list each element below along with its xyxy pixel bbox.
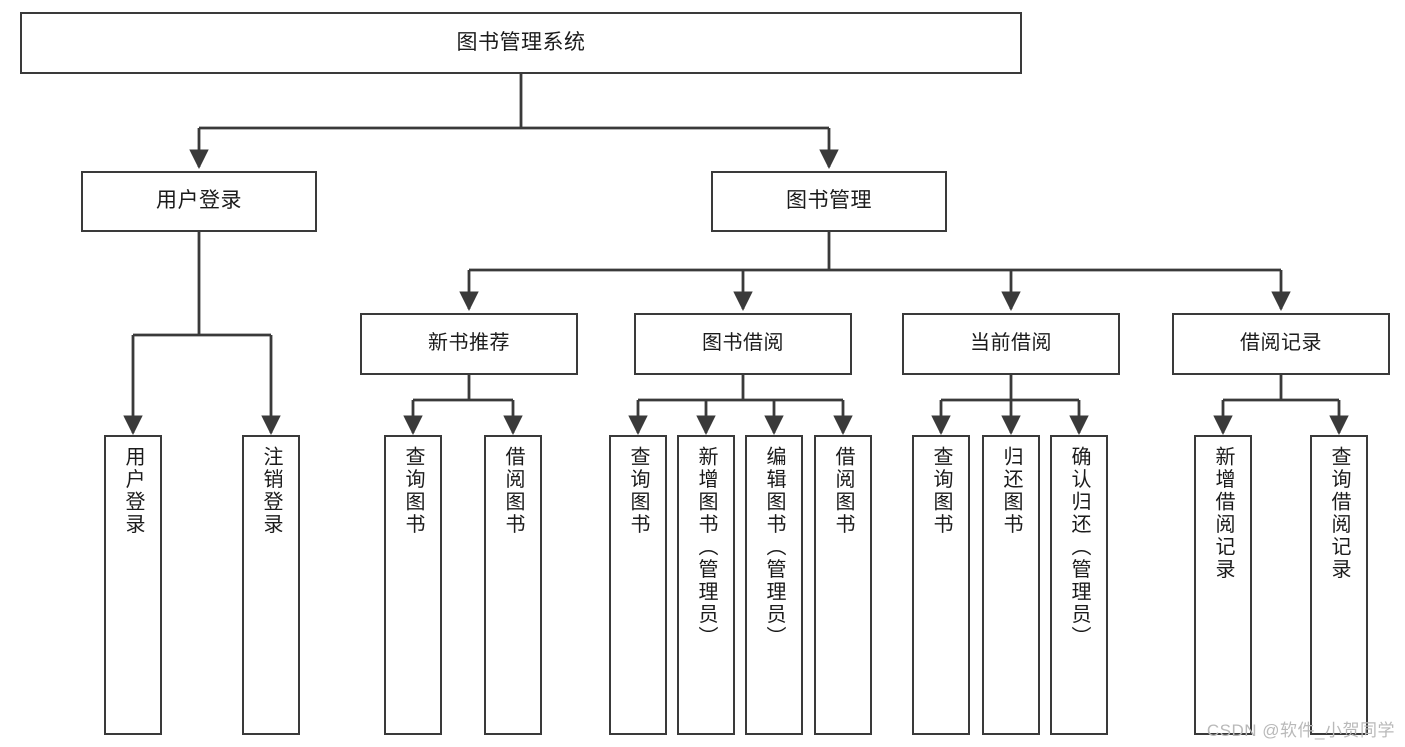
node-label: 图书借阅 (702, 332, 784, 355)
node-book-borrow[interactable]: 图书借阅 (634, 313, 852, 375)
node-label: 当前借阅 (970, 332, 1052, 355)
node-borrow-record[interactable]: 借阅记录 (1172, 313, 1390, 375)
node-label: 用户登录 (122, 446, 144, 536)
node-leaf-add-borrow-record[interactable]: 新增借阅记录 (1194, 435, 1252, 735)
node-label: 查询图书 (402, 446, 424, 536)
node-leaf-query-book-recommend[interactable]: 查询图书 (384, 435, 442, 735)
node-label: 图书管理 (786, 189, 872, 213)
node-leaf-add-book[interactable]: 新增图书（管理员） (677, 435, 735, 735)
node-leaf-user-login[interactable]: 用户登录 (104, 435, 162, 735)
node-user-login[interactable]: 用户登录 (81, 171, 317, 232)
node-leaf-borrow-book-recommend[interactable]: 借阅图书 (484, 435, 542, 735)
node-leaf-confirm-return[interactable]: 确认归还（管理员） (1050, 435, 1108, 735)
node-label: 用户登录 (156, 189, 242, 213)
node-label: 借阅图书 (832, 446, 854, 536)
node-book-management-system[interactable]: 图书管理系统 (20, 12, 1022, 74)
node-leaf-logout[interactable]: 注销登录 (242, 435, 300, 735)
node-label: 查询图书 (627, 446, 649, 536)
node-label: 编辑图书（管理员） (763, 446, 785, 649)
node-label: 归还图书 (1000, 446, 1022, 536)
node-label: 借阅记录 (1240, 332, 1322, 355)
node-current-borrow[interactable]: 当前借阅 (902, 313, 1120, 375)
csdn-watermark: CSDN @软件_小贺同学 (1206, 721, 1395, 740)
node-leaf-query-borrow-record[interactable]: 查询借阅记录 (1310, 435, 1368, 735)
node-label: 注销登录 (260, 446, 282, 536)
node-label: 图书管理系统 (456, 30, 586, 54)
node-leaf-return-book[interactable]: 归还图书 (982, 435, 1040, 735)
node-label: 确认归还（管理员） (1068, 446, 1090, 649)
node-leaf-query-book-current[interactable]: 查询图书 (912, 435, 970, 735)
node-book-management[interactable]: 图书管理 (711, 171, 947, 232)
node-label: 查询借阅记录 (1328, 446, 1350, 581)
node-label: 借阅图书 (502, 446, 524, 536)
node-leaf-query-book-borrow[interactable]: 查询图书 (609, 435, 667, 735)
node-label: 新增借阅记录 (1212, 446, 1234, 581)
node-label: 查询图书 (930, 446, 952, 536)
node-label: 新书推荐 (428, 332, 510, 355)
node-new-book-recommend[interactable]: 新书推荐 (360, 313, 578, 375)
node-label: 新增图书（管理员） (695, 446, 717, 649)
node-leaf-borrow-book[interactable]: 借阅图书 (814, 435, 872, 735)
node-leaf-edit-book[interactable]: 编辑图书（管理员） (745, 435, 803, 735)
